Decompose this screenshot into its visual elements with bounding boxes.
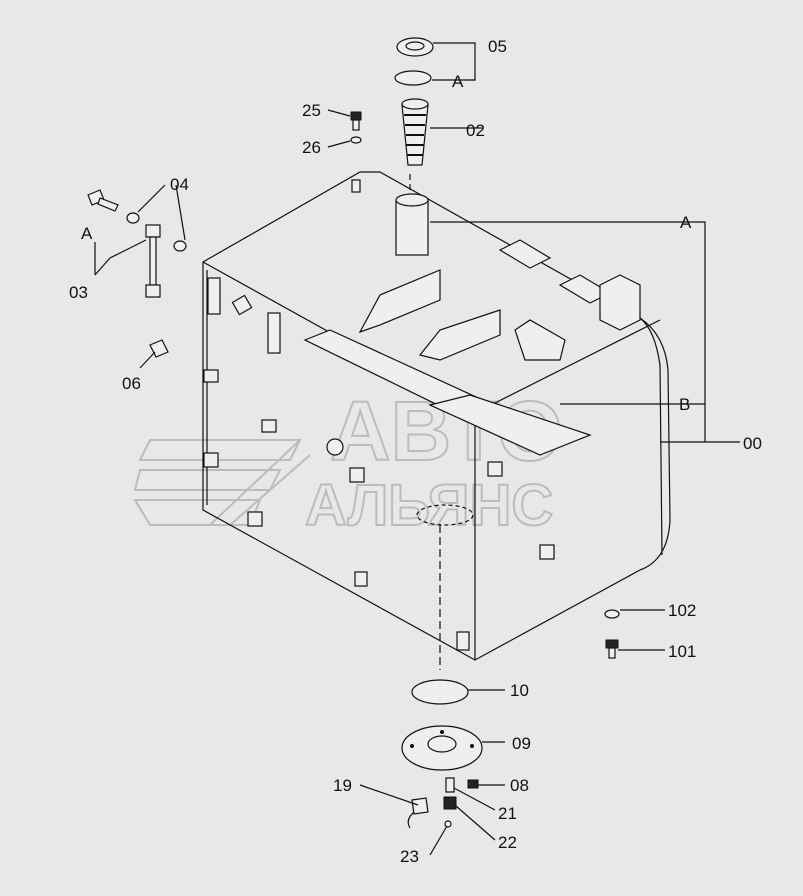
washer-04b <box>173 240 187 252</box>
block-9 <box>539 544 555 560</box>
block-7 <box>354 571 368 587</box>
cover-plate-09 <box>401 725 483 771</box>
bolt-a-left <box>87 189 119 212</box>
label-06: 06 <box>122 374 141 393</box>
label-09: 09 <box>512 734 531 753</box>
plate-bracket <box>428 394 592 456</box>
leader-lines <box>94 42 740 856</box>
label-a-left: A <box>81 224 93 243</box>
block-8 <box>456 631 470 651</box>
label-25: 25 <box>302 101 321 120</box>
washer-26 <box>350 136 362 144</box>
block-3 <box>203 369 219 383</box>
washer-04a <box>126 212 140 224</box>
label-22: 22 <box>498 833 517 852</box>
handle-bracket-1 <box>358 269 441 334</box>
label-26: 26 <box>302 138 321 157</box>
block-6 <box>247 511 263 527</box>
strainer-02 <box>401 98 429 166</box>
fitting-21 <box>445 777 455 793</box>
label-04: 04 <box>170 175 189 194</box>
block-10 <box>487 461 503 477</box>
label-101: 101 <box>668 642 696 661</box>
bolt-08 <box>467 779 479 789</box>
sensor-19 <box>407 797 429 829</box>
block-4 <box>261 419 277 433</box>
stud <box>351 179 361 193</box>
bottom-opening-hidden <box>416 504 474 526</box>
filler-pipe <box>395 199 429 256</box>
bolt-101 <box>605 639 619 659</box>
label-05: 05 <box>488 37 507 56</box>
level-gauge-03 <box>145 224 161 298</box>
label-00: 00 <box>743 434 762 453</box>
block-5 <box>203 452 219 468</box>
plug-06 <box>149 294 253 358</box>
label-08: 08 <box>510 776 529 795</box>
block-11 <box>349 467 365 483</box>
o-ring-a <box>394 70 432 86</box>
part-labels: 05 A 02 25 26 04 A 03 06 A B 00 102 101 … <box>69 37 762 866</box>
label-a-top: A <box>452 72 464 91</box>
block-1 <box>207 277 221 315</box>
fitting-22 <box>443 796 457 810</box>
clip-1 <box>498 239 552 269</box>
label-19: 19 <box>333 776 352 795</box>
label-102: 102 <box>668 601 696 620</box>
label-03: 03 <box>69 283 88 302</box>
filler-neck <box>395 193 429 256</box>
bracket-center <box>514 319 566 361</box>
label-a-right: A <box>680 213 692 232</box>
tank-body <box>202 170 671 670</box>
block-2 <box>267 312 281 354</box>
washer-23 <box>444 820 452 828</box>
bolt-25 <box>350 111 362 131</box>
label-02: 02 <box>466 121 485 140</box>
sight-gauge <box>326 438 344 456</box>
o-ring-10 <box>411 679 469 705</box>
washer-102 <box>604 609 620 619</box>
clip-3 <box>599 274 641 331</box>
watermark-line2: АЛЬЯНС <box>305 473 553 538</box>
label-b: B <box>679 395 690 414</box>
handle-bracket-2 <box>418 309 501 361</box>
label-21: 21 <box>498 804 517 823</box>
label-10: 10 <box>510 681 529 700</box>
watermark-emblem <box>133 439 311 526</box>
label-23: 23 <box>400 847 419 866</box>
